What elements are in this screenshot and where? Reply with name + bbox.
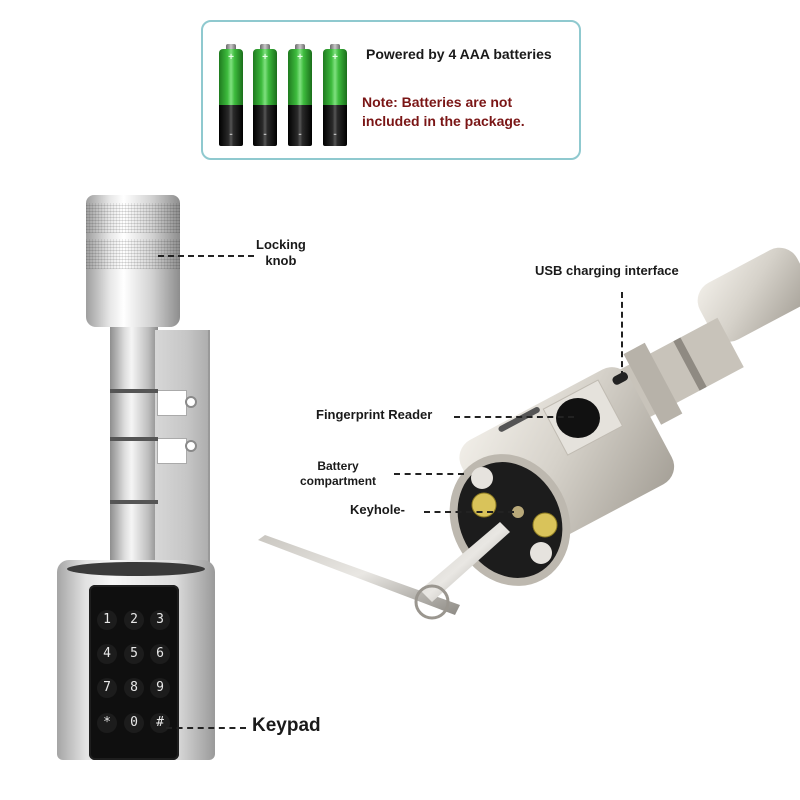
keypad-leader-line <box>166 727 246 729</box>
keypad-key-1[interactable]: 1 <box>97 610 117 630</box>
battery-icon: + - <box>253 44 277 146</box>
battery-icon: + - <box>219 44 243 146</box>
keyhole-label: Keyhole- <box>350 502 405 517</box>
locking-knob-leader-line <box>158 255 254 257</box>
battery-icon: + - <box>288 44 312 146</box>
fingerprint-leader-line <box>454 416 574 418</box>
battery-compartment-label: Battery compartment <box>300 459 377 488</box>
powered-by-text: Powered by 4 AAA batteries <box>366 46 552 62</box>
lock-cylinder-shaft <box>110 320 158 570</box>
locking-knob <box>86 195 180 327</box>
keypad-key-8[interactable]: 8 <box>124 678 144 698</box>
cylinder-ring <box>110 500 158 504</box>
locking-knob-label: Locking knob <box>256 237 306 268</box>
keypad-key-hash[interactable]: # <box>150 713 170 733</box>
keypad-key-5[interactable]: 5 <box>124 644 144 664</box>
mounting-plate <box>155 330 210 570</box>
battery-compartment-leader-line <box>394 473 464 475</box>
keypad-key-6[interactable]: 6 <box>150 644 170 664</box>
keypad-label: Keypad <box>252 715 321 736</box>
battery-icon: + - <box>323 44 347 146</box>
cylinder-ring <box>110 437 158 441</box>
usb-charging-label: USB charging interface <box>535 263 679 278</box>
keypad-key-0[interactable]: 0 <box>124 713 144 733</box>
batteries-not-included-note: Note: Batteries are not included in the … <box>362 94 525 129</box>
keypad-key-star[interactable]: * <box>97 713 117 733</box>
keypad-key-7[interactable]: 7 <box>97 678 117 698</box>
keypad: 1 2 3 4 5 6 7 8 9 * 0 # <box>89 585 179 760</box>
keypad-key-4[interactable]: 4 <box>97 644 117 664</box>
cylinder-ring <box>110 389 158 393</box>
keypad-key-2[interactable]: 2 <box>124 610 144 630</box>
keypad-key-9[interactable]: 9 <box>150 678 170 698</box>
battery-info-box: + - + - + - + - Powered by 4 AAA batteri… <box>201 20 581 160</box>
usb-leader-line <box>621 292 623 377</box>
keypad-key-3[interactable]: 3 <box>150 610 170 630</box>
fingerprint-reader-label: Fingerprint Reader <box>316 407 433 422</box>
keyhole-leader-line <box>424 511 514 513</box>
